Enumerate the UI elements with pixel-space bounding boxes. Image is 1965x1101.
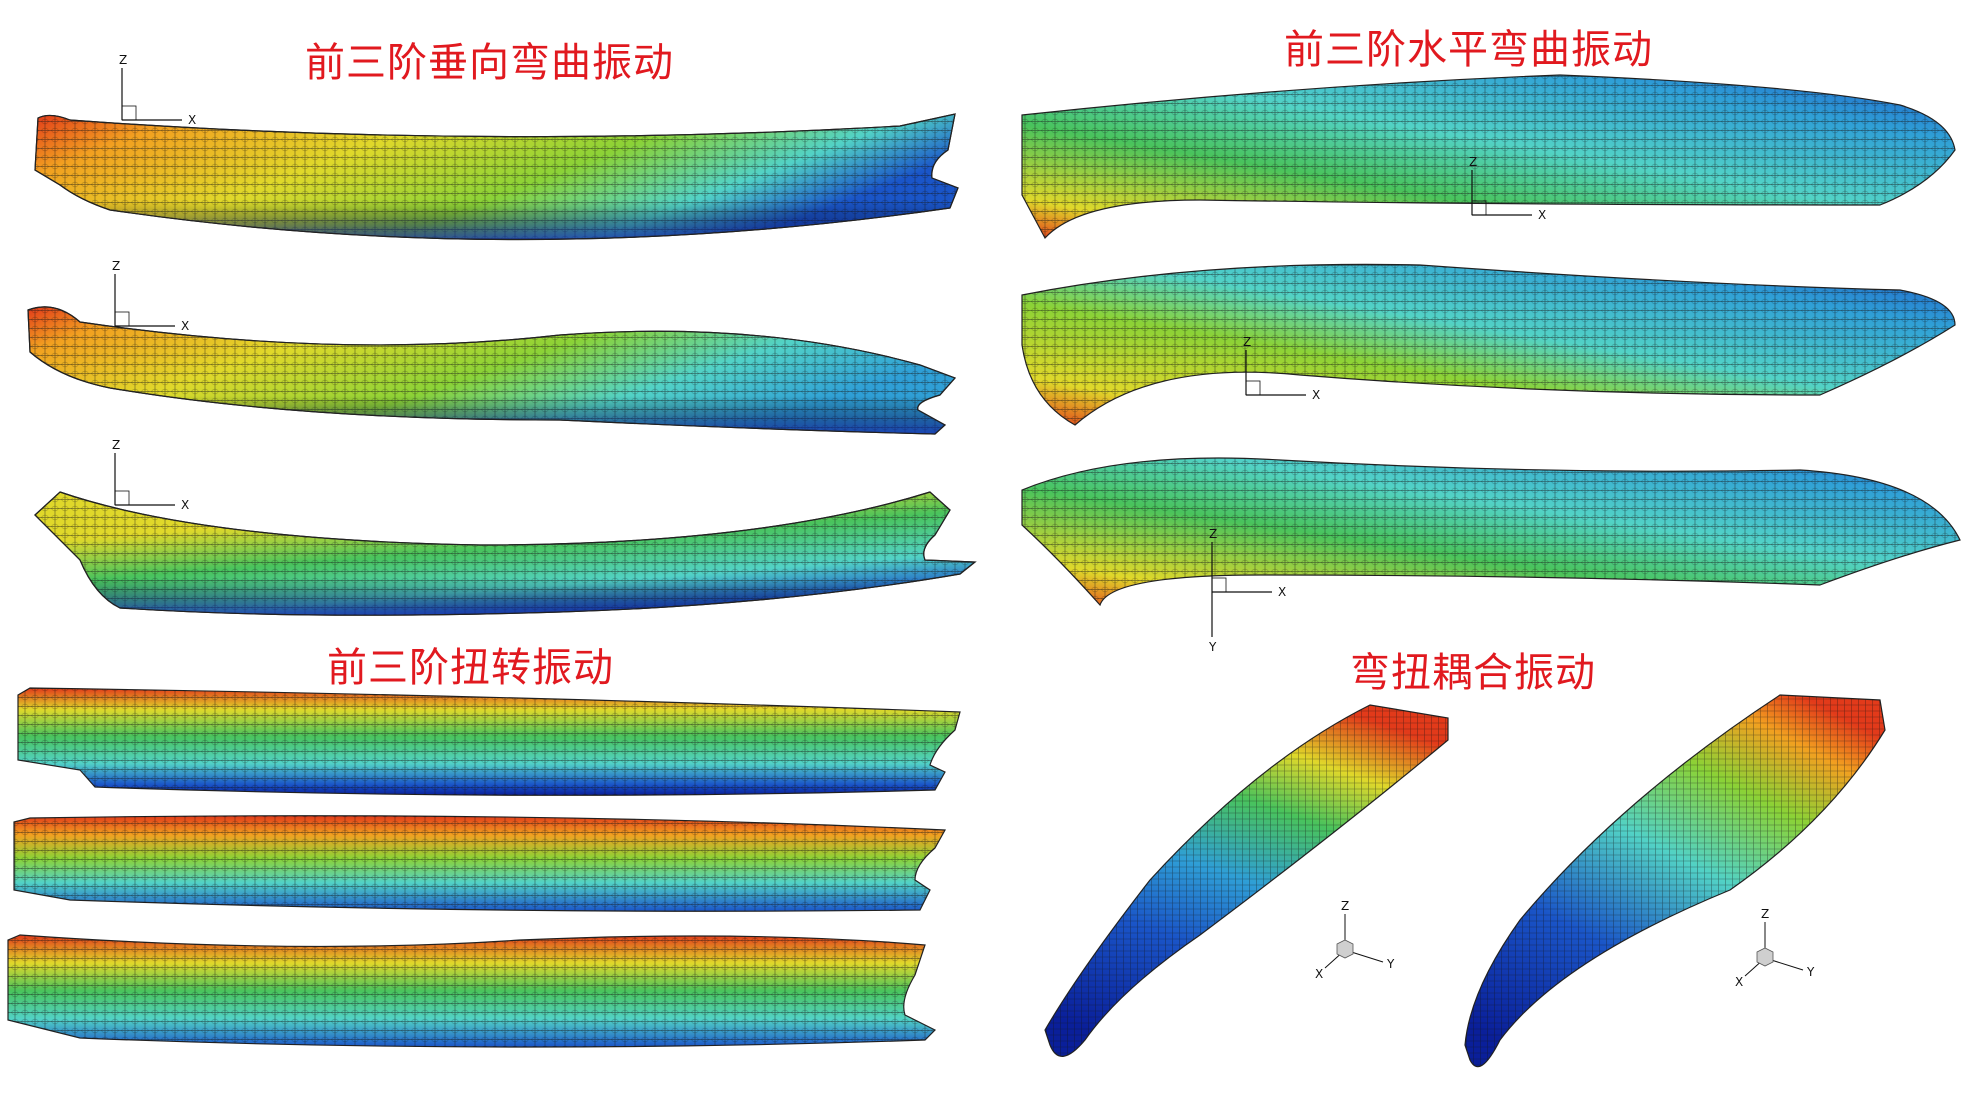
hull-vertical-mode-3-shade — [34, 491, 977, 616]
hull-torsion-mode-3 — [7, 934, 937, 1048]
axis-label-x: X — [1278, 585, 1286, 599]
axis-label-x: X — [181, 319, 189, 333]
axis-label-y: Y — [1208, 640, 1217, 654]
title-horizontal-bending: 前三阶水平弯曲振动 — [1284, 27, 1653, 73]
hull-horizontal-mode-1 — [1021, 74, 1956, 240]
axis-label-z: Z — [112, 259, 120, 273]
axis-triad-horizontal-1: ZX — [1469, 155, 1546, 222]
axis-label-z: Z — [112, 438, 120, 452]
axis-triad-vertical-2: ZX — [112, 259, 189, 333]
axis-triad-horizontal-3: Z X Y — [1208, 527, 1286, 654]
axis-triad-coupled-1: Z Y X — [1315, 899, 1395, 981]
hull-vertical-mode-1-shade — [34, 113, 959, 241]
axis-label-x: X — [188, 113, 196, 127]
hull-shapes — [7, 74, 1961, 1068]
axis-triad-vertical-1: ZX — [119, 53, 196, 127]
axis-label-z: Z — [1469, 155, 1477, 169]
hull-vertical-mode-2-shade — [27, 306, 957, 435]
axis-label-x: X — [1315, 967, 1323, 981]
axis-label-y: Y — [1386, 957, 1395, 971]
axis-label-z: Z — [1341, 899, 1349, 913]
axis-label-x: X — [181, 498, 189, 512]
title-vertical-bending: 前三阶垂向弯曲振动 — [305, 40, 674, 86]
hull-coupled-view-2 — [1464, 694, 1886, 1068]
hull-torsion-mode-1 — [17, 687, 961, 796]
axis-label-z: Z — [1243, 335, 1251, 349]
axis-label-z: Z — [1761, 907, 1769, 921]
axis-triad-vertical-3: ZX — [112, 438, 189, 512]
axis-label-x: X — [1538, 208, 1546, 222]
axis-label-x: X — [1735, 975, 1743, 989]
axis-label-z: Z — [119, 53, 127, 67]
title-torsion: 前三阶扭转振动 — [327, 645, 614, 691]
axis-label-y: Y — [1806, 965, 1815, 979]
axis-label-x: X — [1312, 388, 1320, 402]
hull-coupled-view-1 — [1044, 704, 1449, 1057]
axis-triad-coupled-2: Z Y X — [1735, 907, 1815, 989]
hull-horizontal-mode-3 — [1021, 457, 1961, 607]
hull-horizontal-mode-2 — [1021, 263, 1956, 426]
title-coupled: 弯扭耦合振动 — [1350, 650, 1596, 696]
axis-label-z: Z — [1209, 527, 1217, 541]
hull-torsion-mode-2 — [13, 815, 946, 912]
axis-triad-horizontal-2: ZX — [1243, 335, 1320, 402]
